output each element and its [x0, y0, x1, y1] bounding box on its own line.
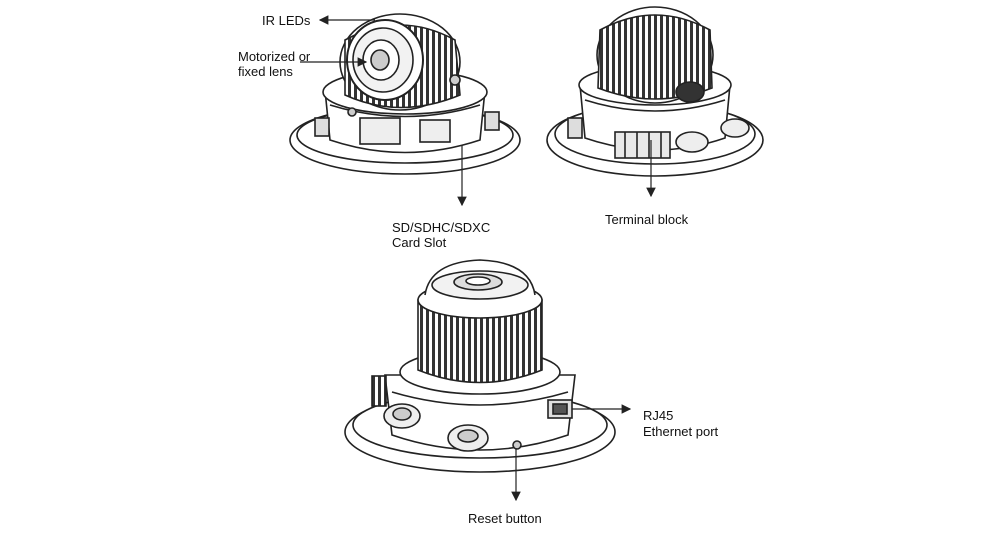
- label-rj45-line1: RJ45: [643, 408, 674, 423]
- callout-arrows: [300, 15, 656, 502]
- label-sd-card-line1: SD/SDHC/SDXC: [392, 220, 491, 235]
- label-terminal-block: Terminal block: [605, 212, 689, 227]
- dome-camera-side-illustration-icon: [344, 259, 616, 473]
- label-ir-leds: IR LEDs: [262, 13, 311, 28]
- label-lens-line1: Motorized or: [238, 49, 311, 64]
- dome-camera-rear-illustration-icon: [546, 6, 764, 177]
- label-reset-button: Reset button: [468, 511, 542, 526]
- label-rj45-line2: Ethernet port: [643, 424, 719, 439]
- label-lens-line2: fixed lens: [238, 64, 293, 79]
- dome-camera-front-illustration-icon: [289, 13, 521, 175]
- label-sd-card-line2: Card Slot: [392, 235, 447, 250]
